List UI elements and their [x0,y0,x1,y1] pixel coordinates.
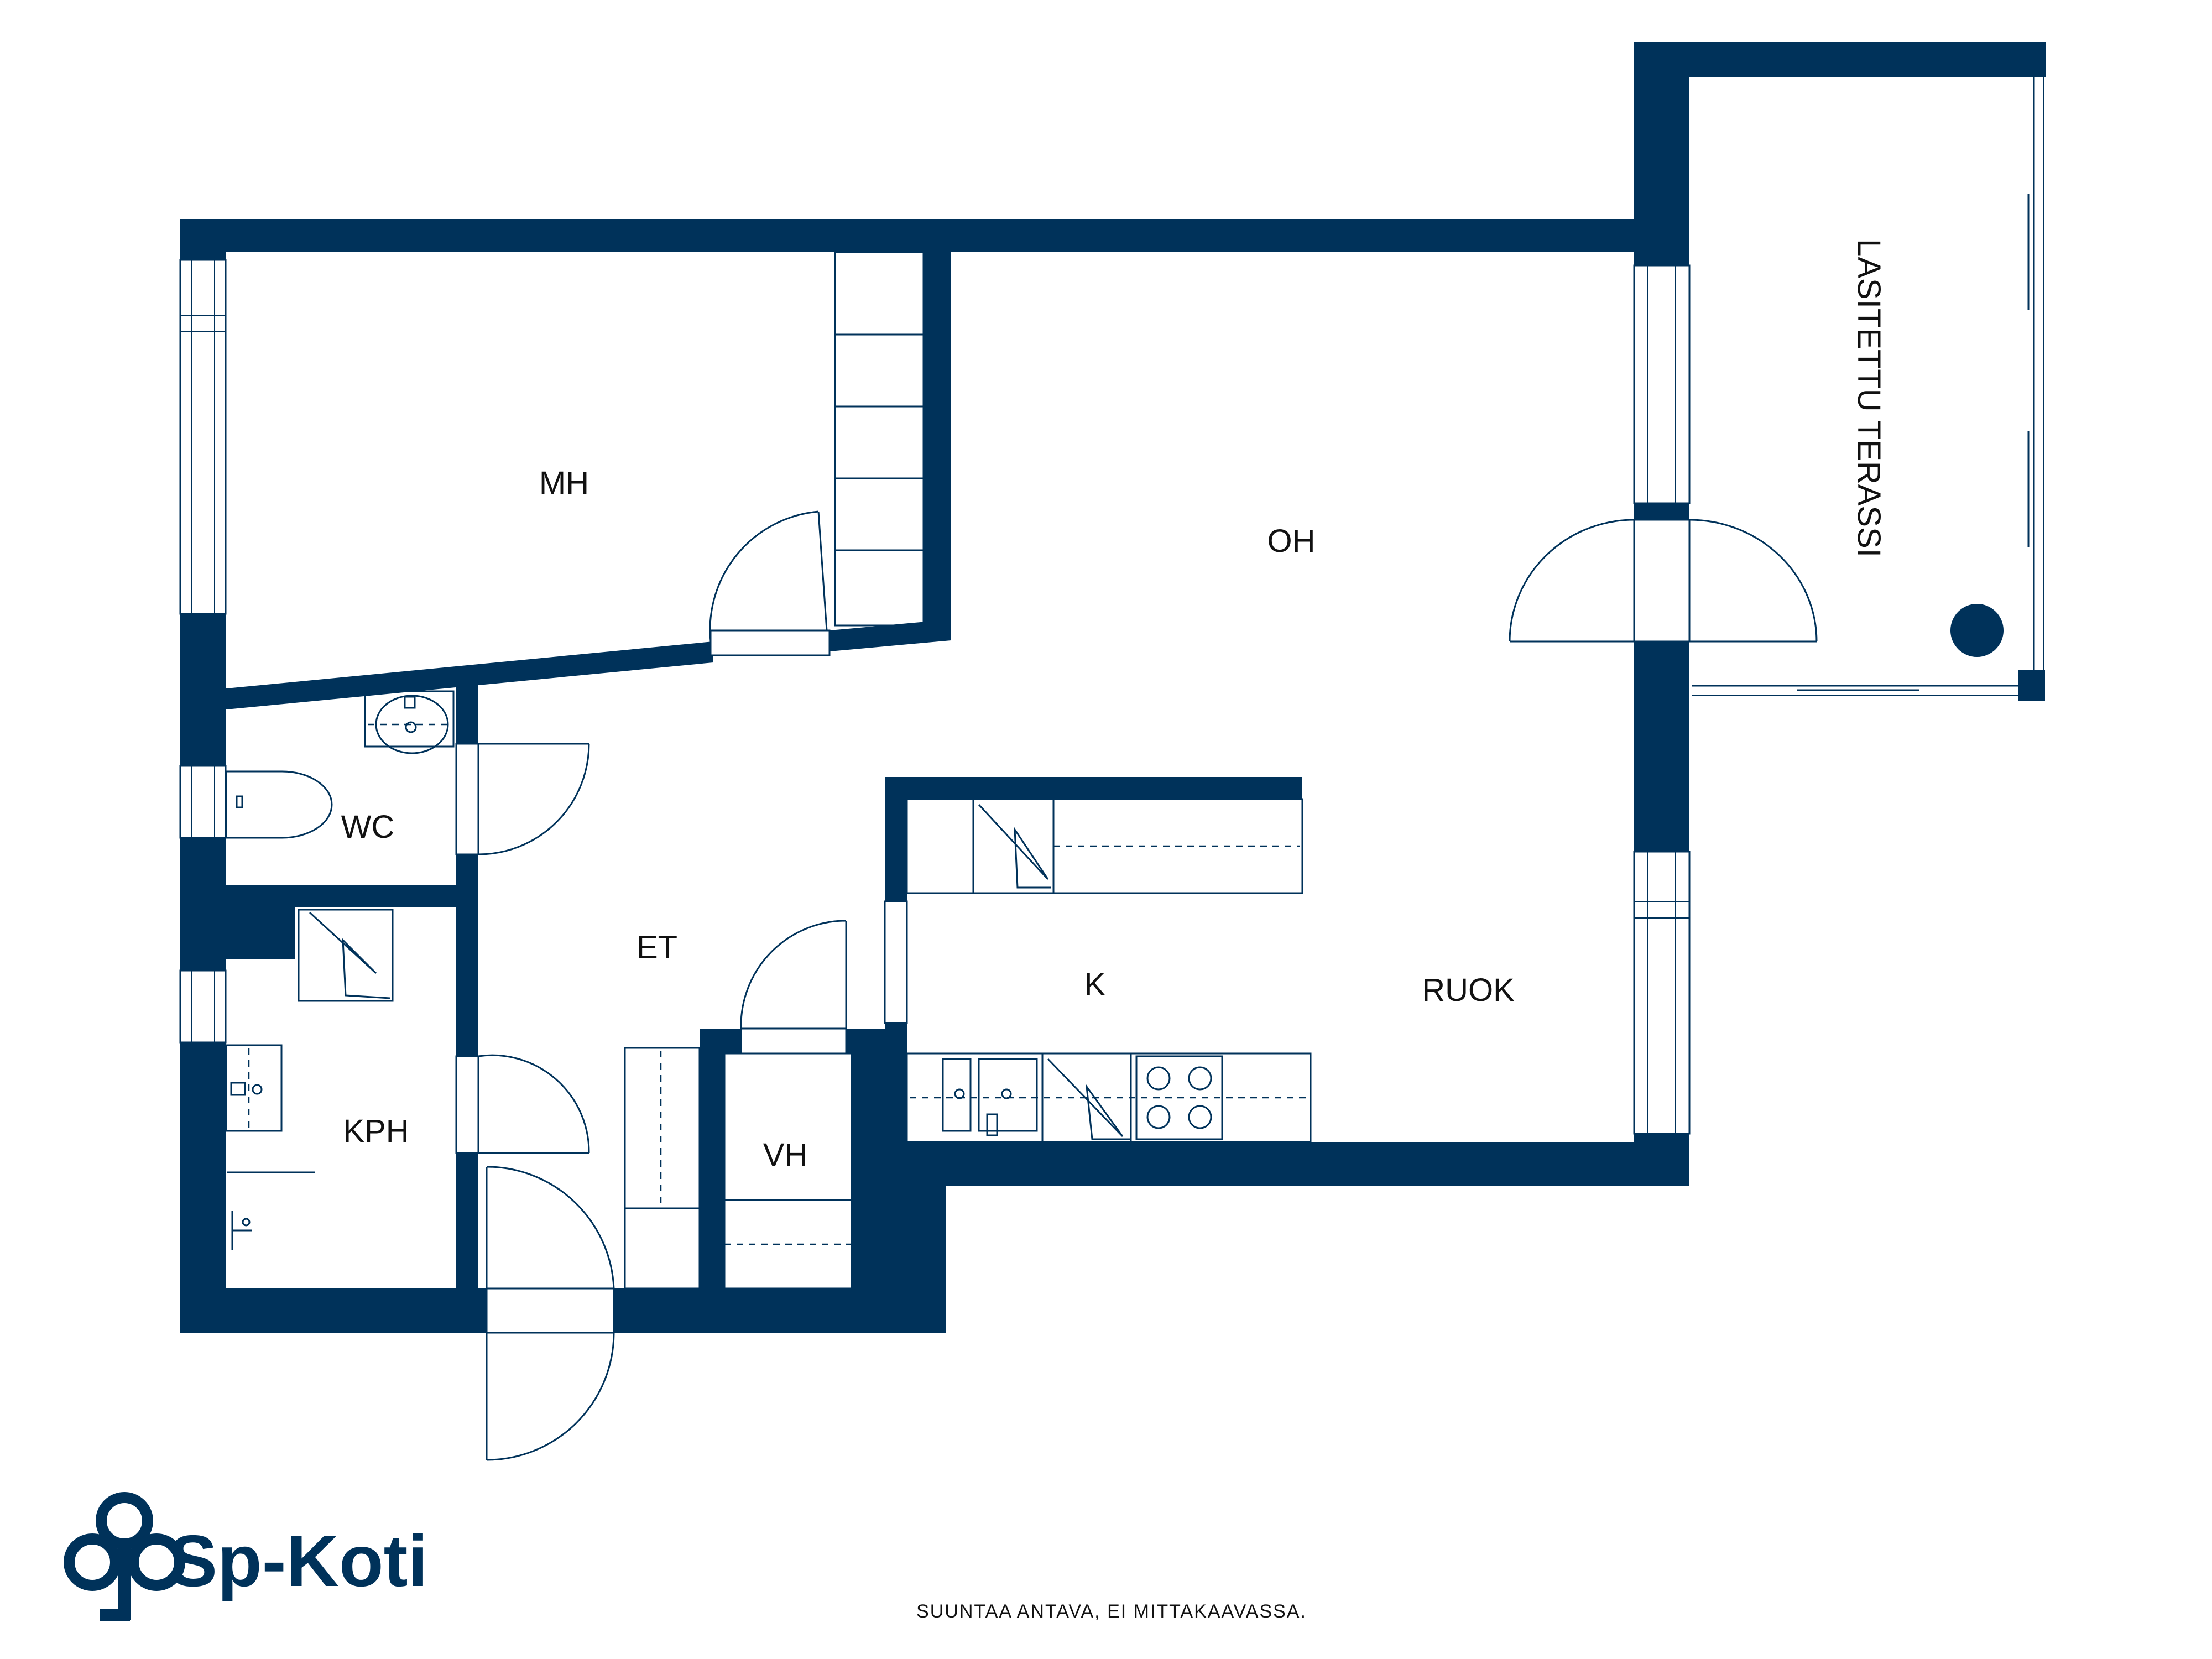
door-entrance [486,1166,615,1461]
closet-et [624,1047,701,1290]
sp-tree-logo-icon [64,1492,185,1621]
room-label-oh: OH [1267,523,1316,559]
room-label-k: K [1084,967,1106,1003]
wc-fixtures [225,690,455,839]
island-cabinets [906,798,1303,894]
walls [180,42,2046,1333]
vh-shelves [723,1052,853,1290]
disclaimer-note: SUUNTAA ANTAVA, EI MITTAKAAVASSA. [916,1601,1307,1622]
kitchen-opening [884,900,908,1024]
brand-name: Sp-Koti [169,1520,428,1601]
room-label-kph: KPH [343,1113,409,1149]
kph-fixtures [225,909,394,1250]
door-mh [709,510,831,656]
wardrobe-mh [834,251,925,627]
room-label-wc: WC [341,809,395,845]
fixtures [225,251,2004,1290]
doors [455,510,1818,1461]
room-label-ruok: RUOK [1422,972,1515,1008]
room-label-et: ET [637,930,677,966]
room-label-terrace: LASITETTU TERASSI [1851,239,1887,557]
terrace-column [1950,604,2004,657]
room-label-vh: VH [763,1137,808,1173]
door-wc [455,743,590,855]
door-vh [740,920,847,1055]
brand-logo: Sp-Koti [64,1492,428,1621]
door-kph [455,1054,590,1154]
room-label-mh: MH [539,465,589,501]
room-labels: MH OH LASITETTU TERASSI WC ET K RUOK KPH… [341,239,1887,1173]
kitchen-counter [906,1052,1312,1143]
door-terrace [1509,519,1818,643]
